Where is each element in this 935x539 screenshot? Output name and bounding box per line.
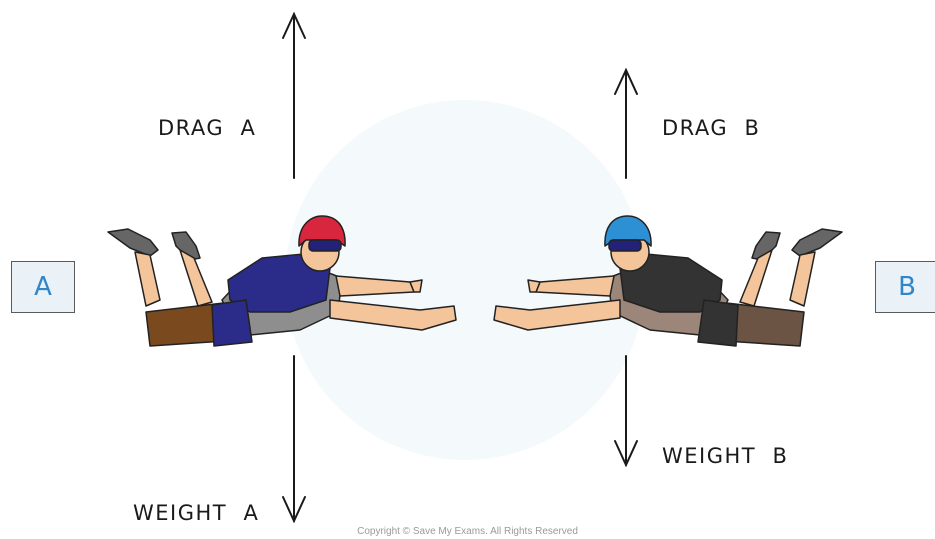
skydiver-b-shoe-back xyxy=(792,229,842,256)
skydiver-b-goggles xyxy=(609,240,641,251)
skydiver-a-goggles xyxy=(309,240,341,251)
skydiver-b-tag: B xyxy=(875,261,935,313)
drag-a-arrow xyxy=(283,14,305,178)
drag-b-label: DRAG B xyxy=(662,116,760,140)
drag-a-label: DRAG A xyxy=(158,116,256,140)
skydiver-a-shoe-back xyxy=(108,229,158,256)
copyright-watermark: Copyright © Save My Exams. All Rights Re… xyxy=(0,526,935,537)
skydiver-a-tag: A xyxy=(11,261,75,313)
weight-b-label: WEIGHT B xyxy=(662,444,788,468)
weight-a-label: WEIGHT A xyxy=(133,501,259,525)
drag-b-arrow xyxy=(615,70,637,178)
weight-a-arrow xyxy=(283,356,305,521)
